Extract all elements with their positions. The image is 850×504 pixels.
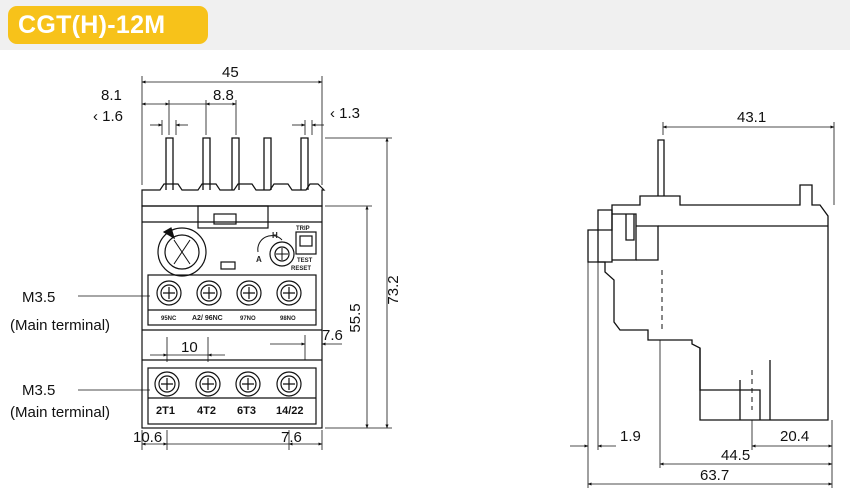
main-terminal-label: 14/22	[276, 405, 304, 417]
dim-depth-top: 43.1	[737, 109, 766, 126]
side-hidden-lines	[661, 270, 753, 410]
terminal-screw	[195, 371, 221, 397]
main-terminal-label: 2T1	[156, 405, 175, 417]
upper-terminal-desc: (Main terminal)	[10, 317, 110, 334]
dim-pin: ‹ 1.6	[93, 108, 123, 125]
terminal-screw	[196, 280, 222, 306]
side-outline	[587, 184, 829, 421]
side-view	[587, 139, 829, 421]
test-label: TEST	[297, 258, 313, 264]
front-view	[141, 137, 326, 429]
h-label: H	[272, 231, 278, 240]
aux-terminal-label: 97NO	[240, 316, 256, 322]
dim-pitch: 8.1	[101, 87, 122, 104]
reset-button	[269, 241, 295, 267]
upper-terminal-screws	[156, 280, 302, 306]
title-badge	[8, 6, 208, 44]
dim-offset-left: 10.6	[133, 429, 162, 446]
main-terminal-label: 4T2	[197, 405, 216, 417]
upper-screw-label: M3.5	[22, 289, 55, 306]
dim-side-d1: 20.4	[780, 428, 809, 445]
dim-depth-total: 63.7	[700, 467, 729, 484]
a-label: A	[256, 255, 262, 264]
lower-terminal-desc: (Main terminal)	[10, 404, 110, 421]
page-title: CGT(H)-12M	[18, 11, 166, 39]
dim-side-d2: 44.5	[721, 447, 750, 464]
terminal-screw	[276, 371, 302, 397]
lower-screw-label: M3.5	[22, 382, 55, 399]
terminal-screw	[235, 371, 261, 397]
adjust-dial	[157, 227, 207, 277]
dim-pin-right: ‹ 1.3	[330, 105, 360, 122]
trip-label: TRIP	[296, 226, 310, 232]
aux-terminal-label: 98NO	[280, 316, 296, 322]
terminal-screw	[236, 280, 262, 306]
top-pins	[165, 137, 309, 190]
dim-height-total: 73.2	[385, 275, 402, 304]
lower-terminal-screws	[154, 371, 302, 397]
terminal-screw	[154, 371, 180, 397]
main-terminal-label: 6T3	[237, 405, 256, 417]
reset-label: RESET	[291, 266, 311, 272]
dim-side-offset: 1.9	[620, 428, 641, 445]
dim-offset-mid: 7.6	[322, 327, 343, 344]
dim-offset-bottom: 7.6	[281, 429, 302, 446]
aux-terminal-label: A2/ 96NC	[192, 315, 223, 322]
front-dimension-lines	[78, 76, 392, 450]
side-dimension-lines	[570, 122, 835, 488]
dim-pitch-top: 8.8	[213, 87, 234, 104]
dim-height-mid: 55.5	[347, 303, 364, 332]
terminal-screw	[156, 280, 182, 306]
dim-width-total: 45	[222, 64, 239, 81]
dim-terminal-pitch: 10	[181, 339, 198, 356]
aux-terminal-label: 95NC	[161, 316, 177, 322]
terminal-screw	[276, 280, 302, 306]
